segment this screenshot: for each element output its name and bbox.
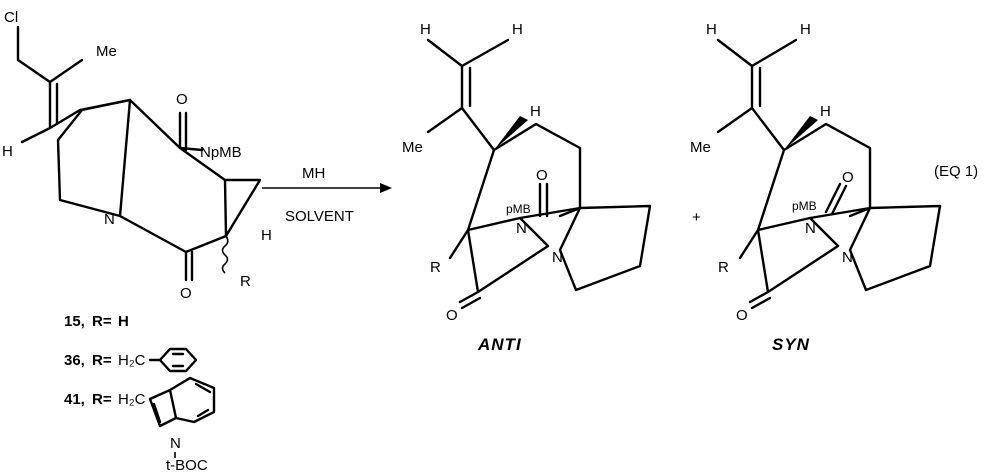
conditions-label: SOLVENT bbox=[285, 208, 354, 225]
bottom-carbonyl-oxygen-label: O bbox=[180, 285, 192, 302]
methyl-label: Me bbox=[96, 43, 117, 60]
syn-methyl-label: Me bbox=[690, 139, 711, 156]
syn-vinyl-h1-label: H bbox=[706, 21, 717, 38]
compound-36-r-label: R= bbox=[92, 352, 112, 369]
anti-pmb-label: pMB bbox=[506, 202, 531, 216]
arrow-head-icon bbox=[380, 183, 392, 193]
t-boc-label: t-BOC bbox=[166, 457, 208, 473]
ring-nitrogen-label: N bbox=[104, 211, 115, 228]
equation-label: (EQ 1) bbox=[934, 163, 978, 180]
syn-top-oxygen-label: O bbox=[842, 169, 854, 186]
syn-ring-n-label: N bbox=[842, 249, 853, 266]
compound-15-r-label: R= bbox=[92, 313, 112, 330]
vinyl-h-label: H bbox=[2, 143, 13, 160]
reagent-label: MH bbox=[302, 165, 325, 182]
anti-methyl-label: Me bbox=[402, 139, 423, 156]
syn-r-label: R bbox=[718, 259, 729, 276]
syn-vinyl-h2-label: H bbox=[800, 21, 811, 38]
compound-list: 15, R= H 36, R= H₂C 41, R= H₂C N t-BOC bbox=[64, 313, 216, 473]
syn-bridgehead-h-label: H bbox=[820, 103, 831, 120]
anti-product-structure: H H Me H pMB N O N O R ANTI bbox=[402, 21, 652, 354]
plus-sign: + bbox=[692, 209, 701, 226]
compound-36-r-value: H₂C bbox=[118, 352, 146, 369]
syn-amide-n-label: N bbox=[805, 220, 816, 237]
anti-amide-n-label: N bbox=[516, 220, 527, 237]
compound-number-15: 15, bbox=[64, 313, 85, 330]
compound-41-r-label: R= bbox=[92, 391, 112, 408]
anti-vinyl-h1-label: H bbox=[420, 21, 431, 38]
compound-15-r-value: H bbox=[118, 313, 129, 330]
syn-product-name: SYN bbox=[772, 335, 810, 354]
anti-vinyl-h2-label: H bbox=[512, 21, 523, 38]
compound-number-36: 36, bbox=[64, 352, 85, 369]
anti-ring-n-label: N bbox=[552, 249, 563, 266]
indole-nitrogen-label: N bbox=[170, 435, 181, 452]
indole-ring bbox=[148, 376, 216, 428]
compound-41-r-value: H₂C bbox=[118, 391, 146, 408]
anti-r-label: R bbox=[430, 259, 441, 276]
anti-bridgehead-h-label: H bbox=[530, 103, 541, 120]
benzyl-phenyl-ring bbox=[148, 347, 198, 373]
anti-product-name: ANTI bbox=[477, 335, 522, 354]
alpha-h-label: H bbox=[261, 227, 272, 244]
n-pmb-label: NpMB bbox=[200, 144, 242, 161]
chlorine-atom-label: Cl bbox=[4, 9, 18, 26]
syn-pmb-label: pMB bbox=[792, 199, 817, 213]
syn-bottom-oxygen-label: O bbox=[736, 307, 748, 324]
anti-bottom-oxygen-label: O bbox=[446, 307, 458, 324]
reaction-arrow-group: MH SOLVENT bbox=[262, 165, 392, 225]
top-carbonyl-oxygen-label: O bbox=[176, 91, 188, 108]
reactant-r-label: R bbox=[240, 273, 251, 290]
compound-number-41: 41, bbox=[64, 391, 85, 408]
anti-top-oxygen-label: O bbox=[536, 167, 548, 184]
reactant-structure: Cl Me H O NpMB N H R O bbox=[2, 9, 272, 302]
syn-product-structure: H H Me H pMB N O N O R SYN bbox=[690, 21, 942, 354]
